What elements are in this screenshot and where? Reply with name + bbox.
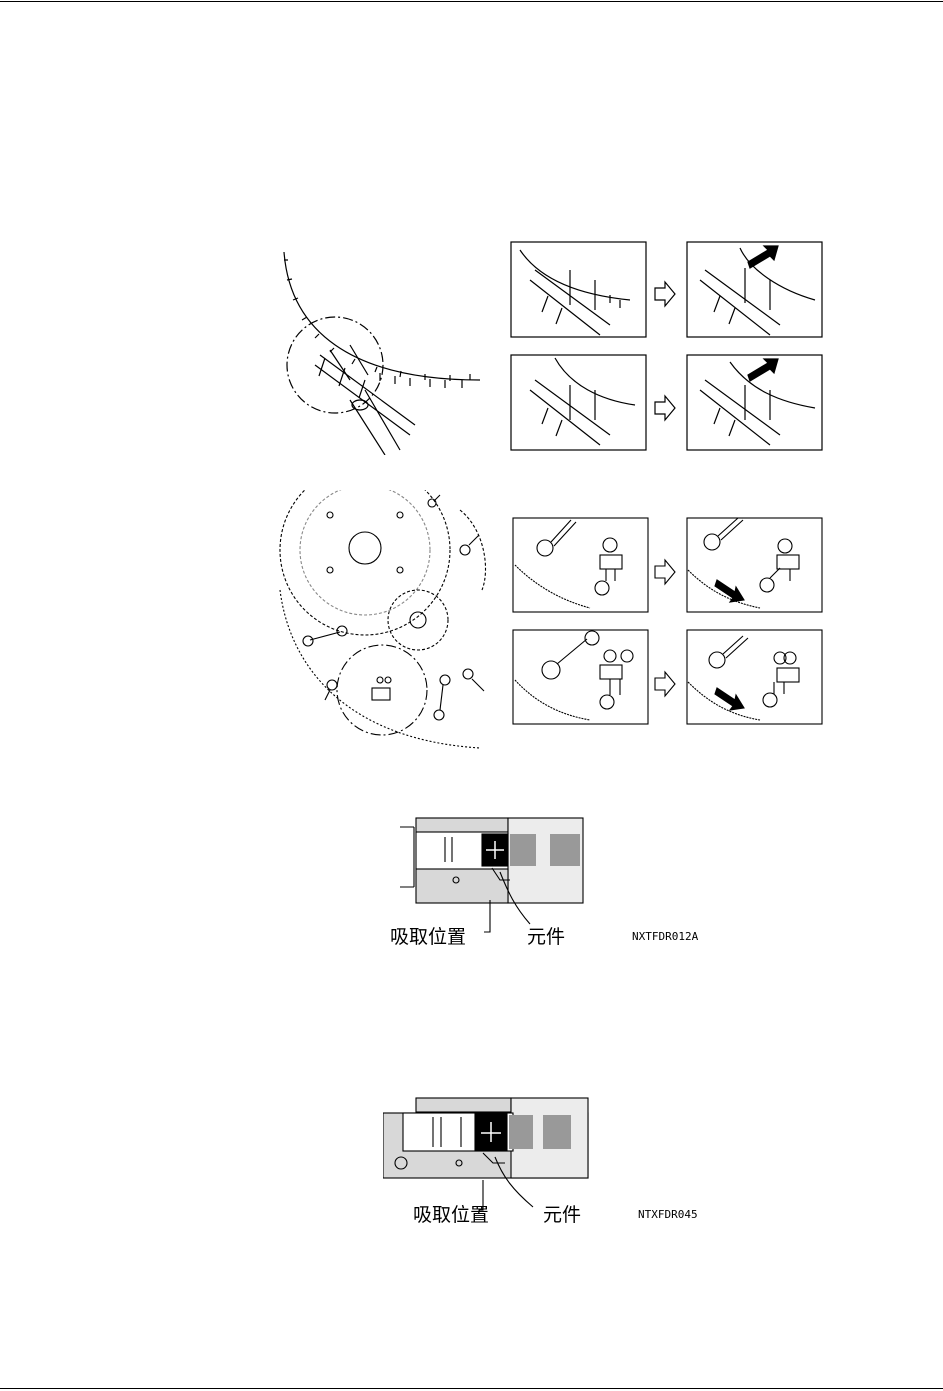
component-label-2: 元件 — [543, 1204, 581, 1226]
pickup-position-label-2: 吸取位置 — [413, 1204, 489, 1226]
gear-component-figure — [270, 490, 830, 752]
pickup-figure-2: 吸取位置 元件 NTXFDR045 — [383, 1095, 743, 1230]
component-label: 元件 — [527, 926, 565, 948]
pickup-position-label: 吸取位置 — [390, 926, 466, 948]
sprocket-tape-figure — [270, 240, 830, 455]
pickup-figure-1: 吸取位置 元件 NXTFDR012A — [390, 812, 750, 952]
figure-code: NXTFDR012A — [632, 930, 699, 943]
header-rule — [0, 1, 943, 2]
footer-rule — [0, 1388, 943, 1389]
figure-code-2: NTXFDR045 — [638, 1208, 698, 1221]
